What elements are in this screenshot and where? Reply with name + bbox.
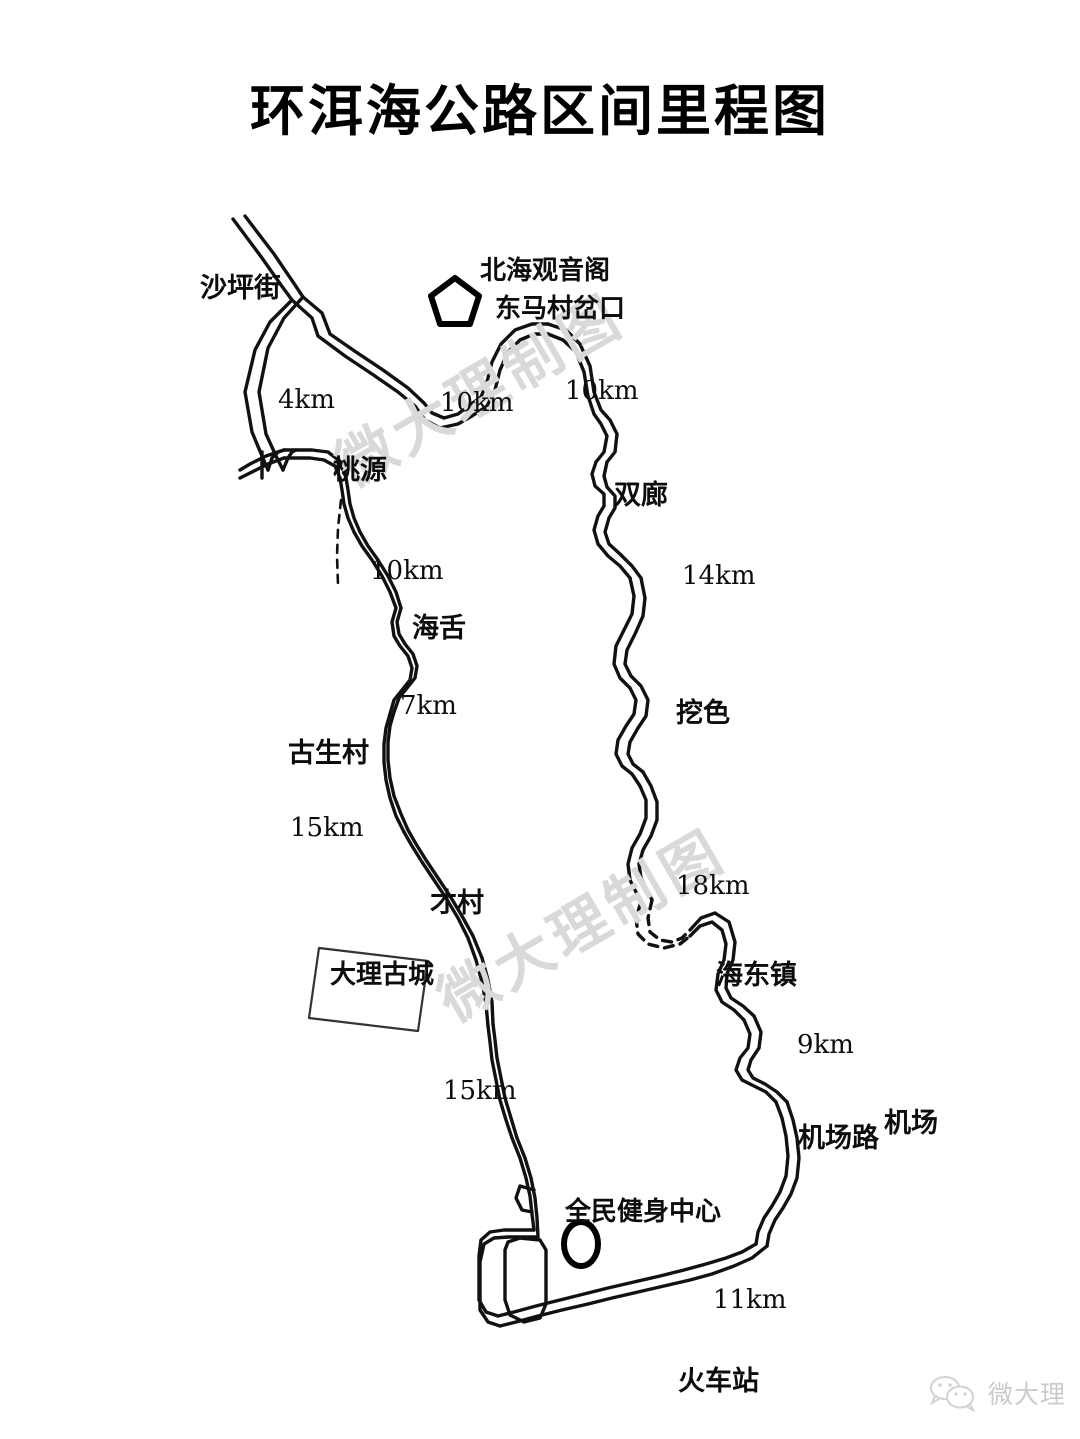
road-airport-b — [765, 1100, 801, 1248]
place-label-wase: 挖色 — [676, 698, 730, 729]
road-haishe-a — [388, 606, 414, 716]
road-gusheng-a — [382, 712, 406, 834]
road-10km-west-b — [344, 476, 403, 610]
road-west-trunk-a — [486, 1024, 536, 1232]
wechat-icon — [929, 1376, 976, 1413]
poi-label-dali-ancient-city: 大理古城 — [330, 960, 435, 990]
road-10km-west-a — [338, 476, 398, 610]
road-shaping-join-b — [281, 448, 298, 472]
road-north-shore-a — [290, 298, 550, 430]
distance-label-dongmacun-shuanglang: 10km — [565, 376, 639, 406]
distance-label-shuanglang-wase: 14km — [682, 561, 756, 591]
road-caicun-b — [406, 828, 495, 1026]
road-beihai-peak-a — [546, 332, 609, 464]
road-west-trunk-b — [491, 1022, 540, 1239]
road-shaping-join-a — [266, 448, 286, 472]
road-beihai-peak-b — [546, 322, 619, 464]
pentagon-marker-beihai — [428, 275, 482, 327]
distance-label-wase-haidong: 18km — [676, 871, 750, 901]
road-north-spur-a — [231, 217, 294, 302]
ellipse-marker-fitness-center — [561, 1219, 601, 1269]
place-label-shuanglang: 双廊 — [614, 480, 668, 511]
brand-label: 微大理 — [987, 1380, 1066, 1409]
road-gusheng-b — [386, 710, 410, 832]
poi-label-beihai-guanyin-pavilion: 北海观音阁 — [480, 256, 611, 286]
road-bottom-loop-b — [478, 1235, 540, 1328]
road-shaping-west-b — [257, 295, 305, 472]
road-taoyuan-a — [282, 456, 342, 480]
road-9km-b — [746, 1014, 789, 1104]
place-label-gushengcun: 古生村 — [288, 738, 369, 769]
road-airport-a — [754, 1100, 790, 1246]
distance-label-haishe-gusheng: 7km — [400, 691, 457, 721]
place-label-airport-road: 机场路 — [798, 1123, 879, 1154]
distance-label-caicun-south: 15km — [443, 1076, 517, 1106]
road-dashed-west — [335, 498, 343, 586]
place-label-haidongzhen: 海东镇 — [716, 960, 797, 991]
road-dashed-haidong-b — [646, 898, 692, 944]
brand-watermark: 微大理 — [927, 1373, 1066, 1413]
road-haidong-a — [688, 920, 746, 1022]
place-label-train-station: 火车站 — [678, 1366, 759, 1397]
road-caicun-a — [402, 830, 490, 1028]
road-dashed-haidong — [634, 900, 692, 950]
road-north-shore-b — [301, 295, 550, 420]
rect-marker-dali-ancient-city — [307, 946, 430, 1033]
road-wase-18km-a — [626, 772, 648, 904]
place-label-airport: 机场 — [884, 1108, 938, 1139]
road-south-b — [498, 1244, 769, 1328]
road-north-spur-b — [243, 214, 305, 299]
page-title: 环洱海公路区间里程图 — [249, 78, 830, 143]
road-to-shuanglang-a — [590, 460, 632, 580]
road-to-shuanglang-b — [602, 460, 643, 580]
place-label-haishe: 海舌 — [412, 613, 466, 644]
distance-label-north-shore: 10km — [440, 388, 514, 418]
road-taoyuan-branch-a — [238, 456, 286, 480]
distance-label-haidong-airport: 9km — [797, 1030, 854, 1060]
road-loop-inner — [503, 1236, 548, 1324]
distance-label-taoyuan-haishe: 10km — [370, 556, 444, 586]
road-south-a — [496, 1242, 758, 1318]
distance-label-south-shore: 11km — [713, 1285, 787, 1315]
road-bottom-loop-a — [477, 1228, 536, 1318]
road-9km-a — [734, 1018, 778, 1104]
poi-label-dongmacun-junction: 东马村岔口 — [495, 294, 626, 324]
distance-label-shaping-taoyuan: 4km — [278, 385, 335, 415]
road-west-notch — [514, 1184, 536, 1214]
road-shuanglang-wase-a — [612, 576, 638, 776]
place-label-caicun: 才村 — [430, 888, 484, 919]
poi-label-fitness-center: 全民健身中心 — [565, 1197, 722, 1227]
distance-label-gusheng-caicun: 15km — [290, 813, 364, 843]
road-wase-18km-b — [637, 770, 659, 902]
place-label-taoyuan: 桃源 — [333, 455, 387, 486]
road-haidong-b — [688, 911, 756, 1018]
place-label-shaping: 沙坪街 — [200, 273, 281, 304]
road-shuanglang-wase-b — [623, 576, 650, 774]
road-haishe-b — [392, 606, 419, 714]
